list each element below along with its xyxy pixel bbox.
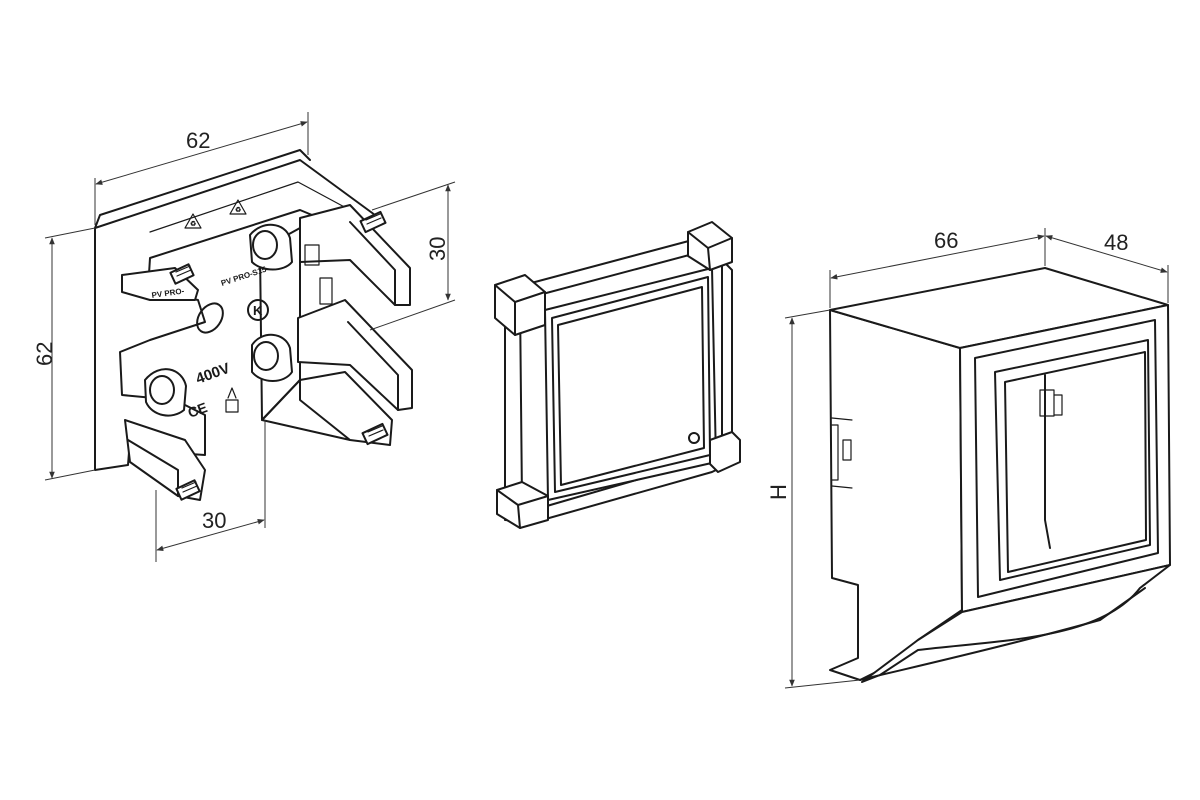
dim-cover-depth: 48: [1104, 230, 1128, 255]
cover-box: [829, 267, 1171, 683]
dim-base-height: 62: [32, 342, 57, 366]
dim-base-spacing: 30: [202, 508, 226, 533]
frame-corner-tl: [494, 274, 546, 336]
oval-hole: [196, 302, 224, 334]
flame-icon: [225, 387, 239, 413]
terminal-screw-2: [359, 210, 387, 234]
keyhole-slot-lower: [251, 333, 293, 382]
keyhole-slot-upper: [249, 223, 293, 271]
keyhole-slot-left: [144, 368, 187, 417]
cover-dimensions: 66 48 H: [766, 228, 1169, 689]
side-slots: [831, 417, 853, 489]
terminal-screw-3: [361, 422, 389, 446]
k-logo-text: K: [253, 303, 263, 318]
dim-base-width: 62: [186, 128, 210, 153]
terminal-screw-1: [169, 263, 195, 285]
dim-cover-height: H: [766, 484, 791, 500]
terminal-screw-4: [175, 479, 201, 501]
svg-text:♻: ♻: [190, 220, 196, 228]
mounting-base: ♻ ♻ K PV PRO-S15 PV PRO- 400V CE: [94, 149, 413, 501]
window-latch: [1039, 389, 1063, 417]
base-dimensions: 62 62 30 30: [32, 112, 456, 562]
ce-mark: CE: [186, 399, 210, 421]
frame-corner-bl: [496, 481, 549, 529]
svg-text:♻: ♻: [235, 206, 241, 214]
recycle-icon-2: ♻: [229, 199, 247, 215]
k-logo: K: [247, 299, 269, 321]
frame-corner-br: [709, 431, 741, 473]
frame-corner-tr: [687, 221, 733, 271]
dim-base-depth: 30: [425, 237, 450, 261]
frame: [494, 221, 741, 529]
voltage-label: 400V: [194, 360, 233, 388]
dim-cover-width: 66: [934, 228, 958, 253]
recycle-icon-1: ♻: [184, 213, 202, 229]
